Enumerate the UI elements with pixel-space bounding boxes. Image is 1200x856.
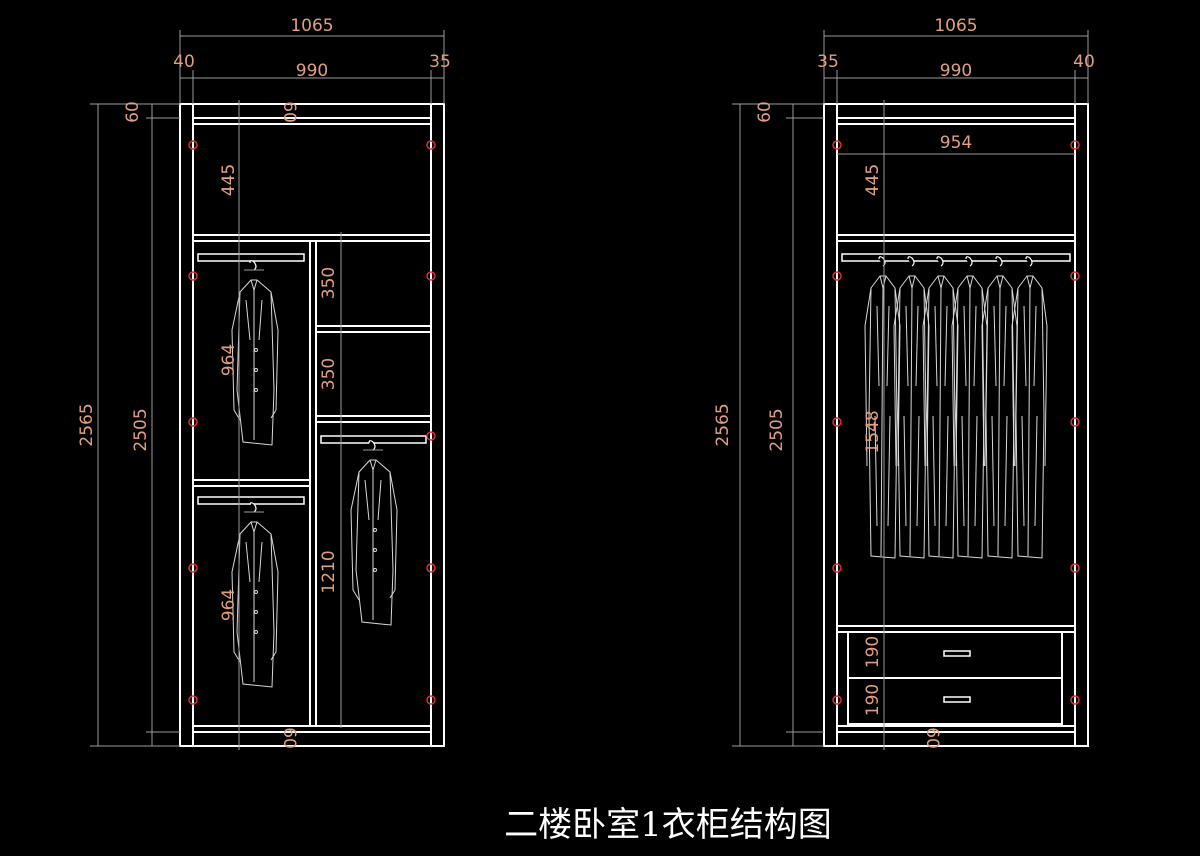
left-dim-hanging-upper: 964 [219,344,239,376]
left-dim-left-side: 40 [173,52,195,72]
drawer-lower [847,677,1063,725]
right-dim-right-side: 40 [1073,52,1095,72]
right-dim-overall-width: 1065 [934,16,977,36]
coat-right-long [350,440,398,626]
right-dim-bottom-panel: 60 [922,727,942,749]
drawer-upper-handle [943,650,971,657]
left-dim-top-panel: 60 [123,101,143,123]
right-dim-left-side: 35 [817,52,839,72]
left-dim-bottom-panel: 60 [279,727,299,749]
left-dim-overall-height: 2565 [77,403,97,446]
right-dim-top-panel: 60 [755,101,775,123]
left-dim-hanging-lower: 964 [219,589,239,621]
left-cabinet: 1065 40 990 35 60 60 2565 2505 445 350 3… [77,16,451,750]
right-dim-top-compartment: 445 [863,164,883,196]
right-dim-inner-height: 2505 [767,408,787,451]
left-dim-top-panel-inner: 60 [279,101,299,123]
right-dim-overall-height: 2565 [713,403,733,446]
left-shelf-pins [188,140,436,705]
long-coats [864,256,1048,559]
left-dim-inner-height: 2505 [131,408,151,451]
left-dim-right-side: 35 [429,52,451,72]
left-cabinet-outline [179,103,445,747]
drawing-title: 二楼卧室1衣柜结构图 [504,805,832,845]
left-dim-overall-width: 1065 [290,16,333,36]
right-dim-drawer-lower: 190 [863,684,883,716]
left-dim-top-compartment: 445 [219,164,239,196]
right-dim-hanging-height: 1548 [863,410,883,453]
right-dim-inner-width: 990 [940,61,972,81]
left-dim-right-hanging: 1210 [319,550,339,593]
drawer-lower-handle [943,696,971,703]
right-cabinet-outline [823,103,1089,747]
left-dim-inner-width: 990 [296,61,328,81]
left-dim-right-shelf-1: 350 [319,267,339,299]
right-dim-drawer-upper: 190 [863,636,883,668]
left-dim-right-shelf-2: 350 [319,358,339,390]
right-dim-rod-width: 954 [940,133,972,153]
right-cabinet: 1065 35 990 40 60 954 2565 2505 445 1548… [713,16,1095,750]
right-shelf-pins [832,140,1080,705]
